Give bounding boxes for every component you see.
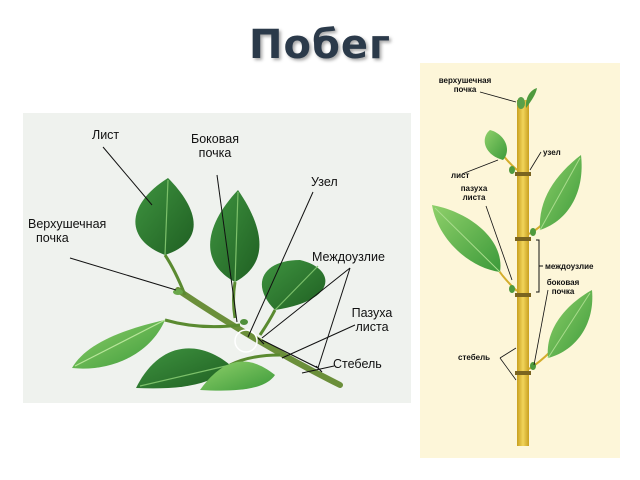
left-label-lateral-bud: Боковая почка xyxy=(180,132,250,160)
left-label-lateral-bud-line2: почка xyxy=(198,146,232,160)
left-shoot-drawing xyxy=(72,178,343,391)
left-lateral-bud xyxy=(240,319,248,325)
right-apical-bud xyxy=(517,97,525,109)
left-leaf-top xyxy=(135,178,194,255)
right-stem xyxy=(517,100,529,446)
left-stem xyxy=(175,287,343,388)
left-label-leaf: Лист xyxy=(92,128,120,142)
right-label-apical-bud: верхушечная почка xyxy=(428,76,502,94)
right-shoot-drawing xyxy=(432,88,593,446)
page-title: Побег xyxy=(249,22,391,68)
left-label-stem: Стебель xyxy=(333,357,382,371)
left-leader-lines xyxy=(69,146,356,374)
left-leaf-lower-middle xyxy=(136,348,230,389)
right-label-lateral-bud-line2: почка xyxy=(551,287,575,296)
right-label-leaf: лист xyxy=(451,171,470,180)
left-label-apical-bud-line1: Верхушечная xyxy=(28,217,107,231)
left-label-axil-line1: Пазуха xyxy=(351,306,393,320)
left-leaf-middle xyxy=(210,190,260,282)
left-label-apical-bud: Верхушечная почка xyxy=(28,217,106,245)
right-label-lateral-bud-line1: боковая xyxy=(546,278,580,287)
right-label-node: узел xyxy=(543,148,561,157)
left-label-axil-line2: листа xyxy=(355,320,389,334)
left-label-apical-bud-line2: почка xyxy=(36,231,69,245)
right-label-stem: стебель xyxy=(458,353,491,362)
left-label-internode: Междоузлие xyxy=(312,250,385,264)
left-label-axil: Пазуха листа xyxy=(347,306,397,334)
right-leaf-1 xyxy=(484,130,507,160)
left-leaf-right xyxy=(261,260,326,310)
right-label-internode: междоузлие xyxy=(545,262,594,271)
right-label-lateral-bud: боковая почка xyxy=(541,278,585,296)
right-label-apical-bud-line2: почка xyxy=(453,85,477,94)
left-label-node: Узел xyxy=(311,175,338,189)
right-label-axil: пазуха листа xyxy=(456,184,492,202)
left-leaf-bottom xyxy=(200,361,275,391)
left-label-lateral-bud-line1: Боковая xyxy=(191,132,239,146)
right-label-axil-line2: листа xyxy=(462,193,486,202)
right-label-apical-bud-line1: верхушечная xyxy=(438,76,492,85)
right-leader-lines xyxy=(461,91,549,381)
left-node-marker xyxy=(234,329,258,353)
right-label-axil-line1: пазуха xyxy=(460,184,488,193)
left-apical-bud xyxy=(173,289,183,295)
